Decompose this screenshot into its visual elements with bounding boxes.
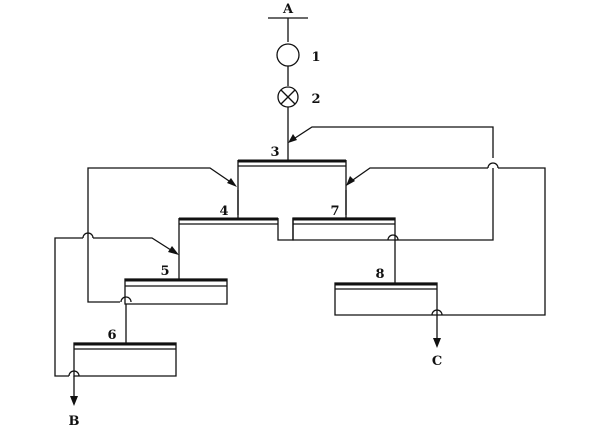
feed-a: A [268,2,308,42]
label-1: 1 [311,50,320,65]
arrow-into-3-left [227,178,237,187]
label-feed-a: A [282,2,294,17]
output-c: C [431,309,443,369]
arrow-c [433,338,441,348]
label-8: 8 [375,267,384,282]
recycle-7-to-3 [288,126,499,241]
label-out-b: B [69,414,80,429]
label-6: 6 [107,328,116,343]
cell-8: 8 [334,267,438,316]
cell-6: 6 [73,328,177,377]
arrow-into-feed-line [288,134,297,143]
recycle-8-to-3 [346,167,546,316]
label-5: 5 [160,264,169,279]
cell-7: 7 [292,204,396,241]
component-2-crossed-circle: 2 [277,86,321,108]
arrow-into-4 [168,246,179,255]
output-b: B [69,376,80,429]
cell-4: 4 [178,204,294,241]
recycle-5-to-3 [87,167,237,303]
label-out-c: C [432,354,442,369]
arrow-into-3-right [346,176,355,186]
component-1-circle: 1 [276,43,321,67]
label-2: 2 [311,92,320,107]
label-7: 7 [330,204,339,219]
recycle-6-to-4 [54,232,179,377]
arrow-b [70,396,78,406]
label-4: 4 [219,204,228,219]
label-3: 3 [270,145,279,160]
cell-5: 5 [124,264,228,305]
